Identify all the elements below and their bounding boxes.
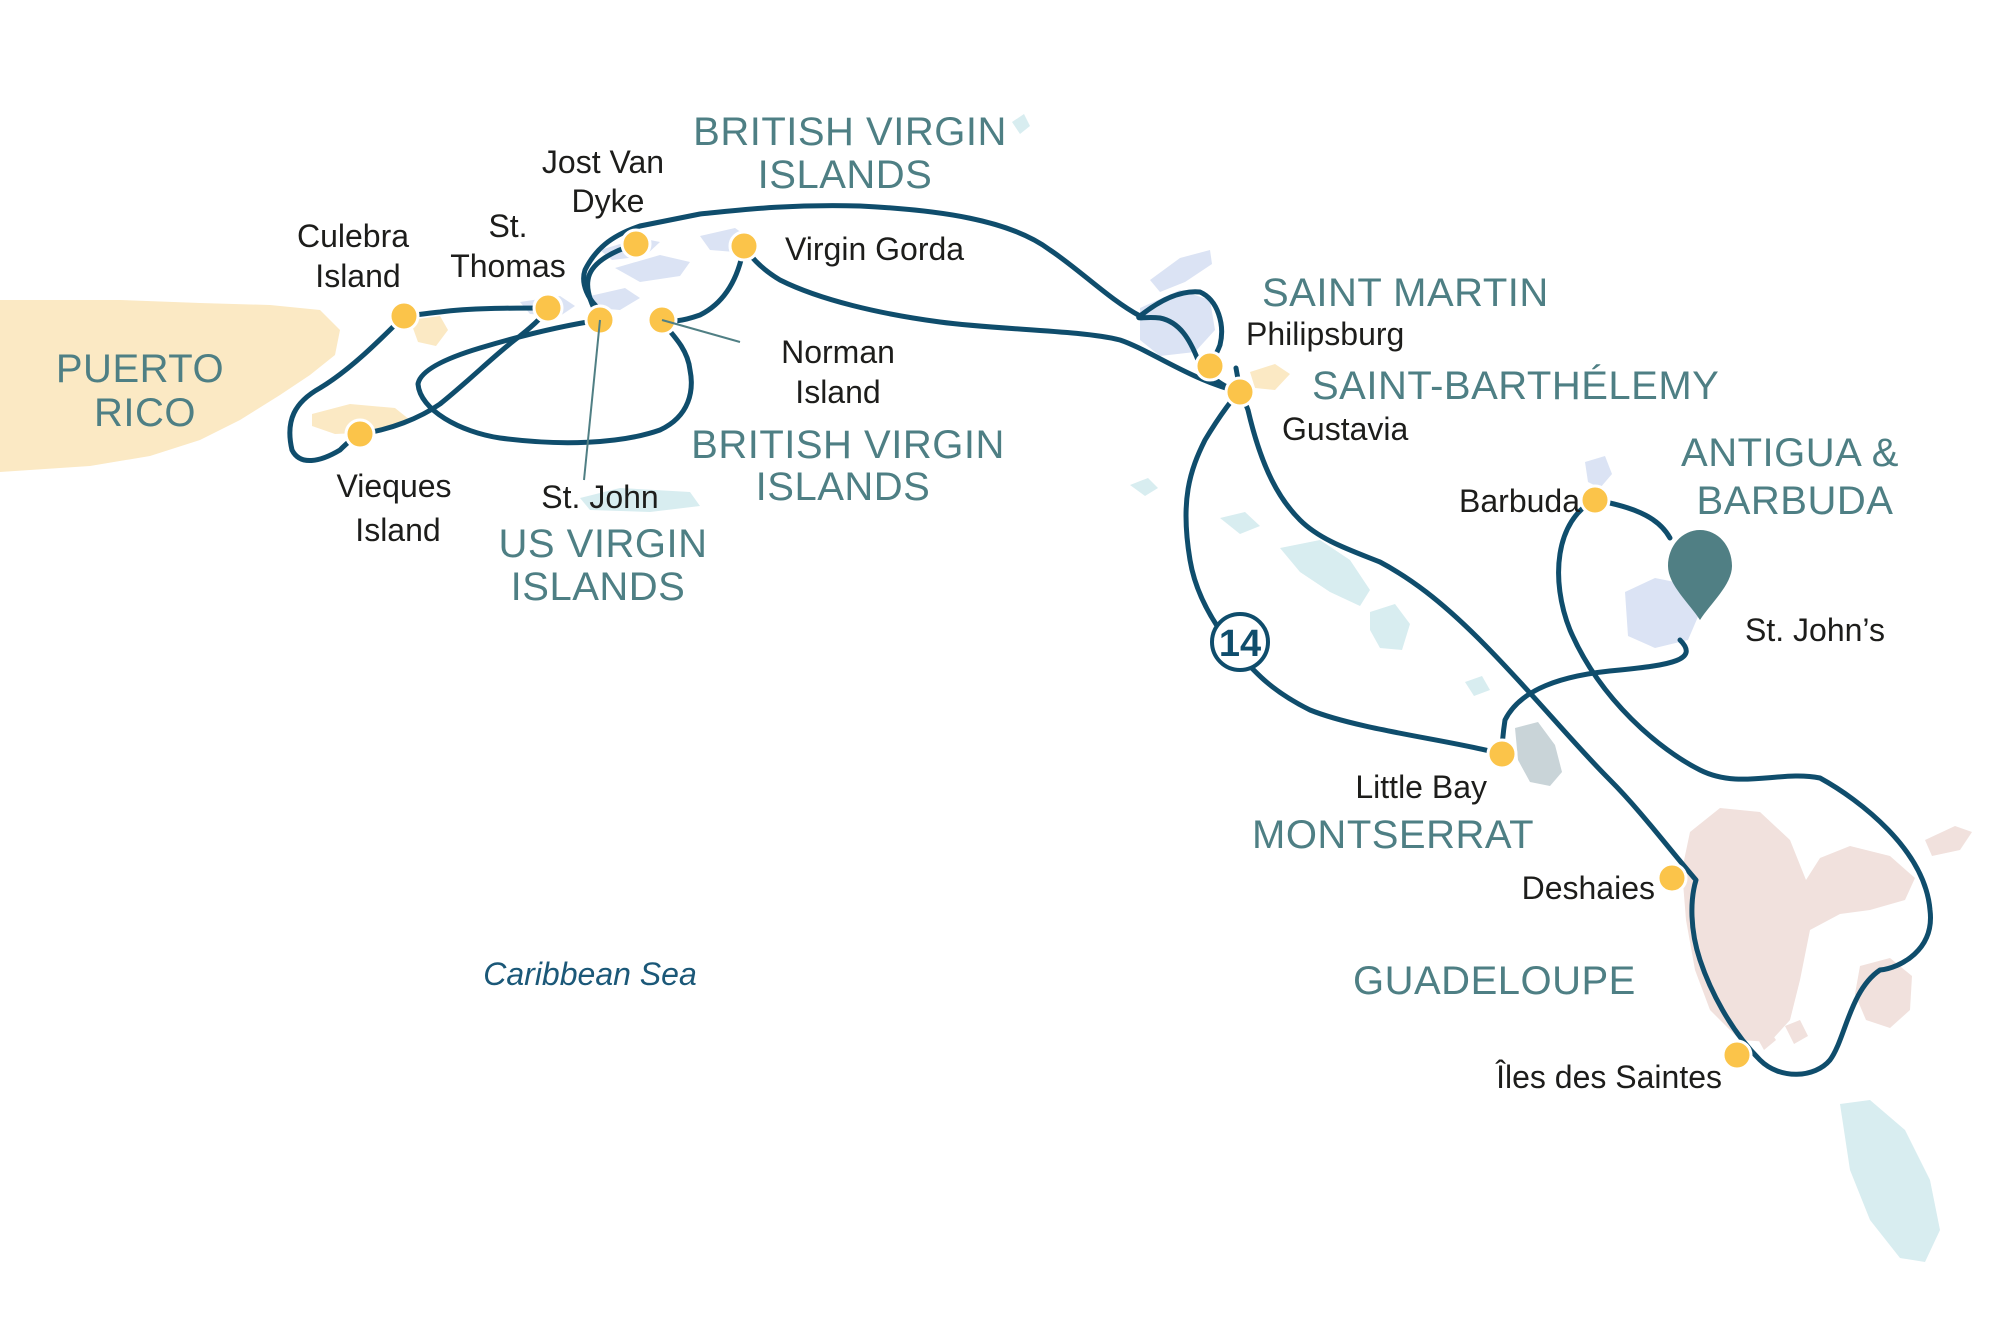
port-label-st-john: St. John bbox=[541, 479, 658, 515]
land-dominica bbox=[1840, 1100, 1940, 1262]
land-anegada bbox=[1012, 114, 1030, 134]
land-tortola bbox=[615, 255, 690, 282]
land-culebra bbox=[410, 316, 448, 346]
port-label-vieques-1: Vieques bbox=[336, 468, 451, 504]
region-label-montserrat: MONTSERRAT bbox=[1252, 813, 1534, 857]
port-label-little-bay: Little Bay bbox=[1355, 769, 1487, 805]
sea-label-caribbean: Caribbean Sea bbox=[483, 956, 696, 992]
region-label-bvi-bottom-1: BRITISH VIRGIN bbox=[691, 423, 1005, 467]
region-label-usvi-2: ISLANDS bbox=[511, 565, 686, 609]
route-st-john-loop bbox=[415, 317, 694, 446]
region-labels: PUERTO RICO BRITISH VIRGIN ISLANDS BRITI… bbox=[56, 110, 1899, 1003]
port-label-st-johns: St. John’s bbox=[1745, 612, 1885, 648]
land-redonda bbox=[1465, 676, 1490, 696]
land-guadeloupe bbox=[1682, 808, 1915, 1042]
port-label-gustavia: Gustavia bbox=[1282, 411, 1408, 447]
port-dot-icon[interactable] bbox=[1486, 738, 1518, 770]
port-dot-icon[interactable] bbox=[1224, 376, 1256, 408]
region-label-puerto-rico-2: RICO bbox=[94, 391, 196, 435]
port-dot-icon[interactable] bbox=[388, 300, 420, 332]
port-dot-icon[interactable] bbox=[532, 292, 564, 324]
region-label-bvi-bottom-2: ISLANDS bbox=[756, 465, 931, 509]
region-label-guadeloupe: GUADELOUPE bbox=[1353, 959, 1636, 1003]
duration-badge: 14 bbox=[1210, 612, 1270, 672]
region-label-saint-martin: SAINT MARTIN bbox=[1262, 271, 1549, 315]
route-north-arc bbox=[581, 203, 1143, 319]
land-puerto-rico bbox=[0, 300, 340, 472]
route-st-thomas-culebra bbox=[401, 305, 551, 319]
land-barbuda bbox=[1585, 456, 1612, 488]
port-label-culebra-1: Culebra bbox=[297, 218, 409, 254]
route-culebra-vieques bbox=[287, 313, 407, 463]
land-les-saintes-a bbox=[1755, 1028, 1776, 1050]
route-barbuda-loop bbox=[1233, 365, 1933, 1077]
port-label-barbuda: Barbuda bbox=[1459, 483, 1580, 519]
route-virgin-gorda-north bbox=[659, 243, 747, 324]
duration-badge-text: 14 bbox=[1219, 623, 1261, 665]
port-dot-icon[interactable] bbox=[344, 418, 376, 450]
land-saint-martin bbox=[1140, 290, 1215, 356]
port-label-iles-des-saintes: Îles des Saintes bbox=[1495, 1059, 1722, 1095]
land-saint-barth bbox=[1250, 364, 1290, 390]
port-labels: Culebra Island St. Thomas Jost Van Dyke … bbox=[297, 144, 1885, 1095]
region-label-saint-barth: SAINT-BARTHÉLEMY bbox=[1312, 363, 1719, 408]
port-label-st-thomas-2: Thomas bbox=[450, 248, 566, 284]
port-label-jost-2: Dyke bbox=[572, 183, 645, 219]
port-label-st-thomas-1: St. bbox=[488, 208, 527, 244]
port-label-deshaies: Deshaies bbox=[1522, 870, 1655, 906]
land-st-croix bbox=[580, 488, 700, 512]
leader-lines bbox=[583, 319, 741, 481]
land-statia bbox=[1220, 512, 1260, 534]
land-montserrat bbox=[1515, 722, 1562, 786]
port-dot-icon[interactable] bbox=[620, 228, 652, 260]
map-pin-icon bbox=[1668, 530, 1732, 620]
port-layer bbox=[344, 228, 1753, 1071]
port-dot-icon[interactable] bbox=[1656, 862, 1688, 894]
region-label-antigua-1: ANTIGUA & bbox=[1681, 431, 1899, 475]
region-label-usvi-1: US VIRGIN bbox=[499, 522, 708, 566]
route-antigua-montserrat bbox=[1499, 637, 1689, 757]
region-label-antigua-2: BARBUDA bbox=[1697, 479, 1894, 523]
land-marie-galante bbox=[1855, 958, 1912, 1028]
land-antigua bbox=[1625, 578, 1700, 648]
port-dot-icon[interactable] bbox=[1579, 484, 1611, 516]
port-label-philipsburg: Philipsburg bbox=[1246, 316, 1404, 352]
port-label-norman-2: Island bbox=[795, 374, 880, 410]
land-layer bbox=[0, 114, 1972, 1262]
port-label-jost-1: Jost Van bbox=[542, 144, 664, 180]
land-st-kitts bbox=[1280, 540, 1370, 606]
port-dot-icon[interactable] bbox=[1721, 1039, 1753, 1071]
port-dot-icon[interactable] bbox=[1194, 350, 1226, 382]
port-dot-icon[interactable] bbox=[728, 230, 760, 262]
land-la-desirade bbox=[1925, 826, 1972, 856]
region-label-bvi-top-1: BRITISH VIRGIN bbox=[693, 110, 1007, 154]
port-label-vieques-2: Island bbox=[355, 512, 440, 548]
region-label-bvi-top-2: ISLANDS bbox=[758, 153, 933, 197]
land-saba bbox=[1130, 478, 1158, 496]
land-anguilla bbox=[1150, 250, 1212, 292]
port-label-culebra-2: Island bbox=[315, 258, 400, 294]
land-nevis bbox=[1370, 604, 1410, 650]
land-les-saintes-b bbox=[1785, 1020, 1808, 1044]
route-east-to-virgin-gorda bbox=[741, 243, 1243, 395]
land-st-john bbox=[590, 288, 640, 310]
port-label-norman-1: Norman bbox=[781, 334, 895, 370]
port-label-virgin-gorda: Virgin Gorda bbox=[785, 231, 964, 267]
route-vieques-st-thomas bbox=[357, 305, 551, 437]
region-label-puerto-rico-1: PUERTO bbox=[56, 347, 224, 391]
